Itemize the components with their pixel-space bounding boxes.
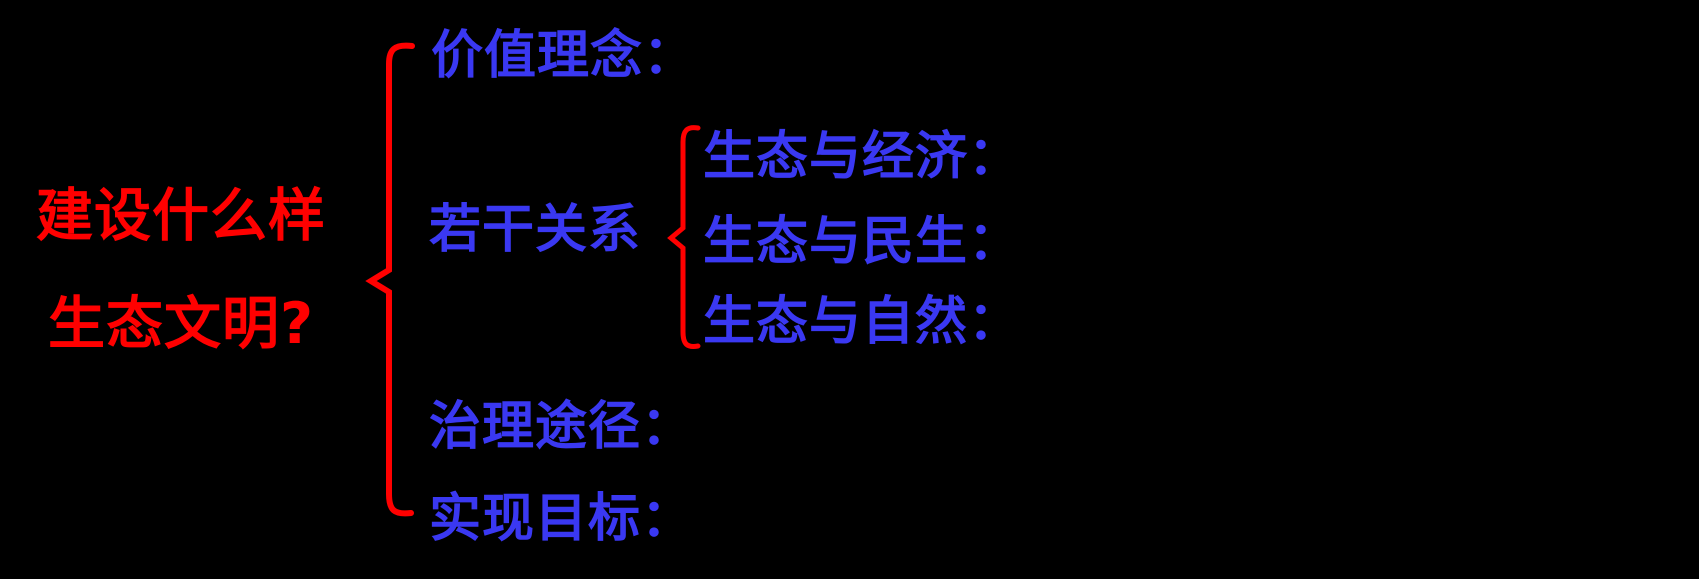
child-ecology-nature: 生态与自然： bbox=[703, 292, 1022, 352]
branch-several-relations: 若干关系 bbox=[429, 200, 642, 260]
child-ecology-livelihood: 生态与民生： bbox=[703, 212, 1022, 272]
root-title: 建设什么样 生态文明? bbox=[28, 188, 334, 353]
sub-bracket bbox=[667, 125, 701, 349]
branch-realization-goal: 实现目标： bbox=[429, 489, 695, 549]
branch-governance-path: 治理途径： bbox=[429, 397, 695, 457]
root-title-line2: 生态文明? bbox=[47, 291, 315, 357]
root-title-line1: 建设什么样 bbox=[36, 183, 326, 249]
main-bracket bbox=[365, 42, 415, 517]
branch-values-concept: 价值理念： bbox=[431, 26, 697, 86]
child-ecology-economy: 生态与经济： bbox=[703, 127, 1022, 187]
